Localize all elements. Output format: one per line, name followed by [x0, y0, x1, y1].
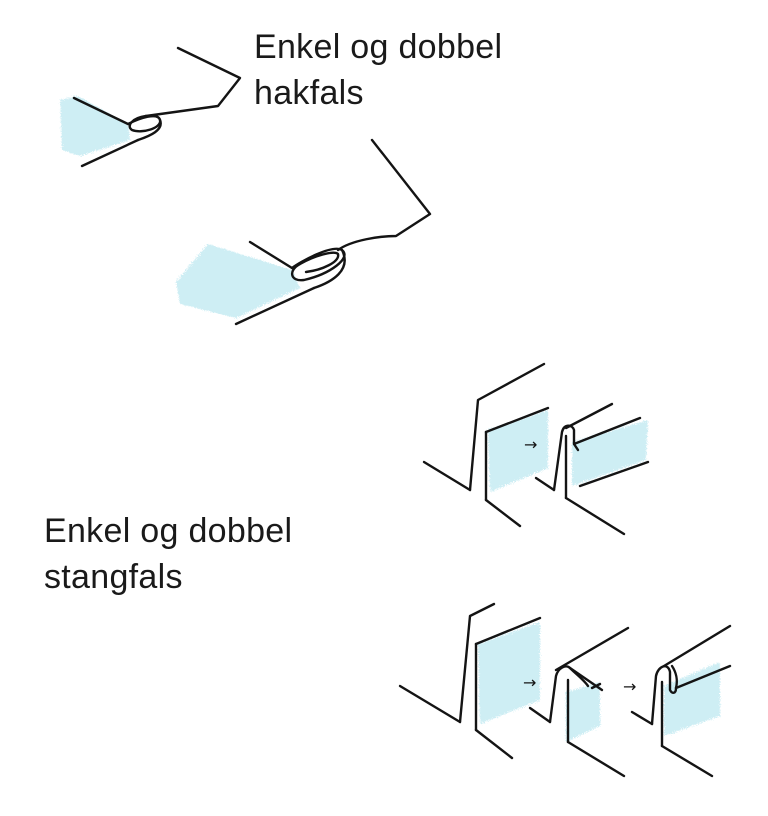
single-stangfals-drawing — [422, 362, 650, 536]
arrow-1: → — [524, 435, 537, 454]
caption-hakfals-line1: Enkel og dobbel — [254, 28, 503, 66]
single-hakfals-drawing — [60, 46, 242, 168]
caption-hakfals: Enkel og dobbel hakfals — [254, 24, 502, 116]
double-hakfals-drawing — [176, 138, 432, 326]
arrow-2: → — [523, 673, 536, 692]
caption-hakfals-line2: hakfals — [254, 74, 364, 112]
caption-stangfals-line2: stangfals — [44, 558, 183, 596]
caption-stangfals-line1: Enkel og dobbel — [44, 512, 293, 550]
arrow-3: → — [623, 677, 636, 696]
double-stangfals-drawing — [398, 602, 732, 778]
caption-stangfals: Enkel og dobbel stangfals — [44, 508, 292, 600]
